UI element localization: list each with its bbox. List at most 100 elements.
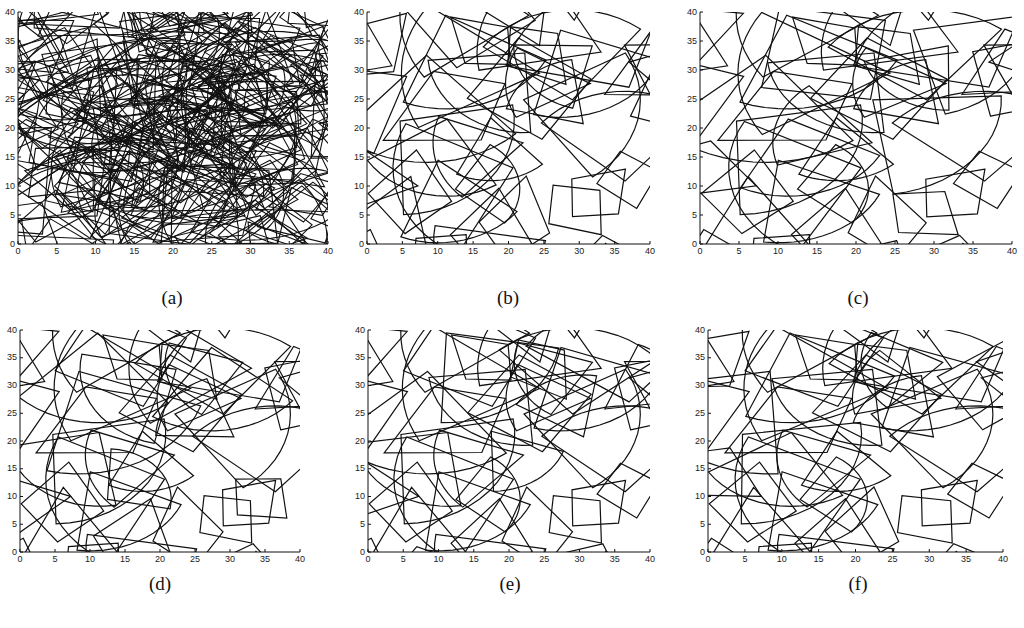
sensor-sector bbox=[625, 361, 650, 438]
x-tick-label: 10 bbox=[91, 247, 101, 256]
x-tick-label: 40 bbox=[323, 247, 333, 256]
y-tick-label: 0 bbox=[12, 548, 17, 557]
axis-tick bbox=[579, 241, 580, 244]
y-tick-label: 40 bbox=[355, 326, 365, 335]
sensor-sector bbox=[36, 387, 156, 453]
axis-tick bbox=[966, 549, 967, 552]
sensor-sector bbox=[135, 330, 291, 414]
sensor-sector bbox=[468, 355, 591, 452]
sensor-sector bbox=[398, 12, 535, 68]
y-tick-label: 5 bbox=[360, 520, 365, 529]
axis-tick bbox=[700, 70, 703, 71]
sensor-sector bbox=[55, 147, 143, 234]
y-tick-label: 30 bbox=[5, 66, 15, 75]
y-tick-label: 5 bbox=[692, 211, 697, 220]
axis-tick bbox=[20, 468, 23, 469]
axis-tick bbox=[20, 441, 23, 442]
axis-tick bbox=[300, 549, 301, 552]
axis-tick bbox=[265, 549, 266, 552]
x-tick-label: 30 bbox=[929, 247, 939, 256]
sensor-sector bbox=[700, 177, 813, 245]
sensor-sector bbox=[708, 433, 842, 507]
y-tick-label: 20 bbox=[687, 124, 697, 133]
axis-tick bbox=[134, 241, 135, 244]
x-tick-label: 30 bbox=[575, 555, 585, 564]
axis-tick bbox=[230, 549, 231, 552]
sensor-sector bbox=[549, 185, 601, 235]
sensor-sector bbox=[506, 365, 591, 431]
y-tick-label: 35 bbox=[354, 37, 364, 46]
y-tick-label: 15 bbox=[695, 464, 705, 473]
axis-tick bbox=[195, 549, 196, 552]
sensor-sector bbox=[368, 487, 470, 552]
axis-tick bbox=[614, 549, 615, 552]
x-tick-label: 20 bbox=[504, 247, 514, 256]
axis-tick bbox=[739, 241, 740, 244]
sensor-sector bbox=[848, 176, 926, 244]
sensor-sector bbox=[569, 235, 649, 244]
y-tick-label: 30 bbox=[687, 66, 697, 75]
sensor-sector bbox=[262, 12, 324, 76]
y-tick-label: 10 bbox=[687, 182, 697, 191]
sensor-sector bbox=[20, 487, 121, 552]
y-tick-label: 20 bbox=[355, 437, 365, 446]
x-tick-label: 0 bbox=[698, 247, 703, 256]
y-tick-label: 10 bbox=[5, 182, 15, 191]
axis-tick bbox=[781, 549, 782, 552]
sensor-sector bbox=[800, 457, 867, 532]
sensor-sector bbox=[457, 118, 543, 181]
sensor-sector bbox=[367, 230, 405, 244]
x-tick-label: 5 bbox=[400, 247, 405, 256]
sensor-sector bbox=[890, 406, 1003, 492]
axis-tick bbox=[700, 215, 703, 216]
sensor-sector bbox=[541, 91, 650, 181]
axis-tick bbox=[18, 70, 21, 71]
sensor-sector bbox=[981, 345, 1003, 450]
panel-label: (d) bbox=[149, 574, 171, 593]
y-tick-label: 35 bbox=[355, 353, 365, 362]
x-tick-label: 20 bbox=[168, 247, 178, 256]
axis-tick bbox=[708, 549, 709, 552]
sensor-sector bbox=[962, 29, 1012, 94]
axis-tick bbox=[18, 12, 21, 13]
axis-tick bbox=[20, 549, 21, 552]
axis-tick bbox=[473, 549, 474, 552]
x-tick-label: 40 bbox=[998, 555, 1008, 564]
axis-tick bbox=[173, 241, 174, 244]
axis-tick bbox=[614, 241, 615, 244]
sensor-sector bbox=[813, 355, 942, 452]
sensor-sector bbox=[51, 83, 179, 207]
axis-tick bbox=[250, 241, 251, 244]
sensor-sector bbox=[435, 534, 546, 552]
x-tick-label: 15 bbox=[814, 555, 824, 564]
axis-tick bbox=[160, 549, 161, 552]
sensor-sector bbox=[124, 109, 265, 211]
x-tick-label: 20 bbox=[851, 555, 861, 564]
axis-tick bbox=[509, 549, 510, 552]
y-tick-label: 30 bbox=[695, 381, 705, 390]
sensor-sector bbox=[137, 12, 204, 33]
axis-tick bbox=[1003, 549, 1004, 552]
x-tick-label: 25 bbox=[887, 555, 897, 564]
sensor-sector bbox=[368, 462, 419, 517]
y-tick-label: 15 bbox=[355, 464, 365, 473]
sensor-sector bbox=[455, 145, 519, 223]
axis-tick bbox=[700, 128, 703, 129]
sensor-sector bbox=[956, 346, 1003, 409]
axis-tick bbox=[56, 241, 57, 244]
coverage-sectors bbox=[700, 12, 1012, 244]
x-tick-label: 5 bbox=[737, 247, 742, 256]
axis-tick bbox=[368, 496, 371, 497]
axis-tick bbox=[579, 549, 580, 552]
axis-tick bbox=[543, 241, 544, 244]
sensor-sector bbox=[700, 51, 744, 149]
sensor-sector bbox=[235, 35, 328, 101]
sensor-sector bbox=[977, 330, 1004, 418]
sensor-sector bbox=[876, 12, 970, 20]
sensor-sector bbox=[106, 46, 187, 110]
y-tick-label: 35 bbox=[687, 37, 697, 46]
x-tick-label: 35 bbox=[610, 247, 620, 256]
x-tick-label: 0 bbox=[16, 247, 21, 256]
sensor-sector bbox=[192, 135, 256, 185]
